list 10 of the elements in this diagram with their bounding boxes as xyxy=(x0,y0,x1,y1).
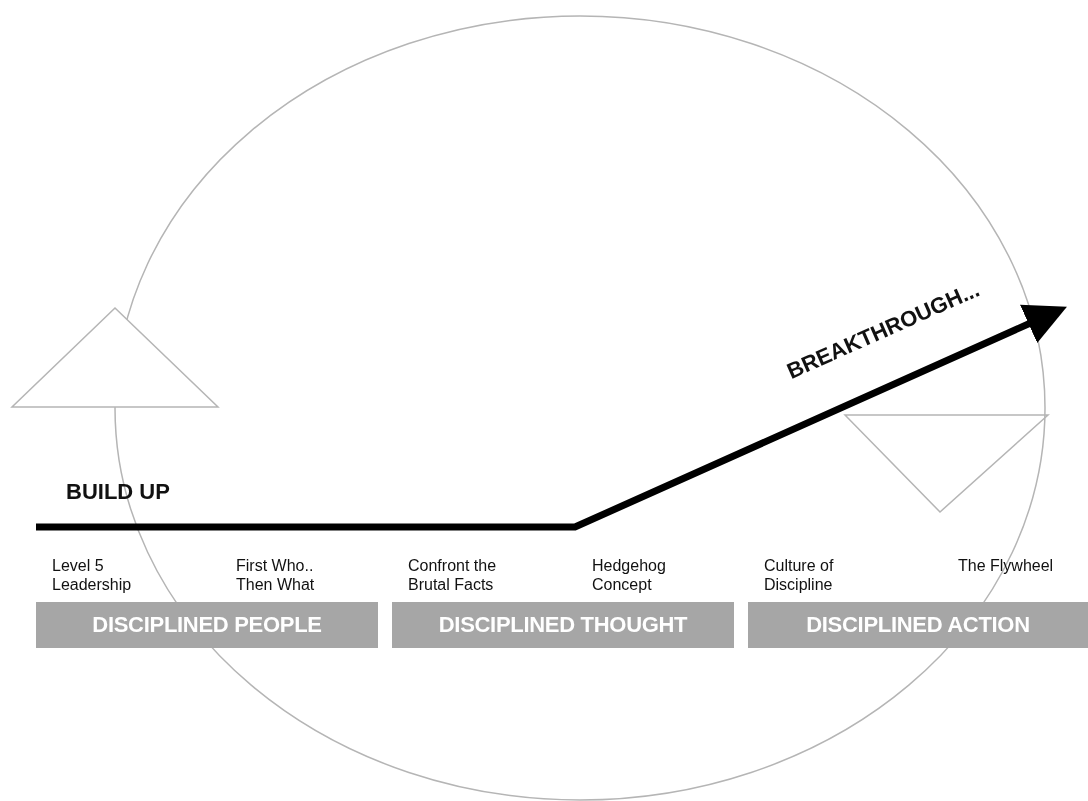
concept-label: Culture of Discipline xyxy=(764,556,835,594)
phase-label: BUILD UP xyxy=(66,482,170,501)
category-bar: DISCIPLINED ACTION xyxy=(748,602,1088,648)
category-bar: DISCIPLINED PEOPLE xyxy=(36,602,378,648)
concept-label: The Flywheel xyxy=(958,556,1055,575)
concept-label: First Who.. Then What xyxy=(236,556,316,594)
concept-label: Confront the Brutal Facts xyxy=(408,556,498,594)
category-bar: DISCIPLINED THOUGHT xyxy=(392,602,734,648)
concept-label: Level 5 Leadership xyxy=(52,556,133,594)
concept-label: Hedgehog Concept xyxy=(592,556,667,594)
